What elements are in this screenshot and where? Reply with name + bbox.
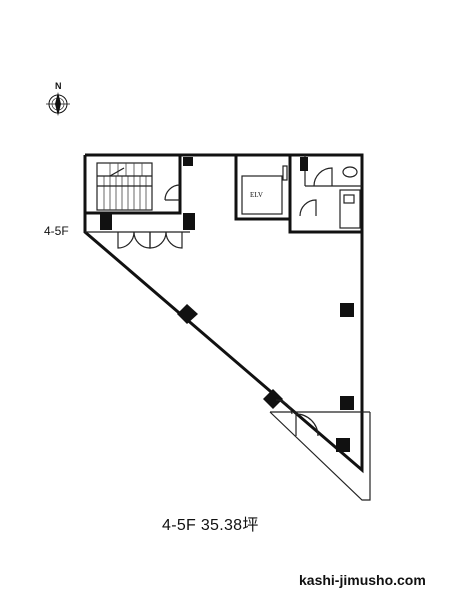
- north-label: N: [55, 81, 62, 91]
- stair-core: [85, 155, 182, 215]
- floor-side-label: 4-5F: [44, 224, 69, 238]
- site-credit: kashi-jimusho.com: [299, 572, 426, 588]
- area-caption: 4-5F 35.38坪: [162, 517, 259, 534]
- elevator-label: ELV: [250, 191, 263, 199]
- elevator: ELV: [234, 153, 292, 221]
- corner-door: [275, 399, 319, 437]
- compass-icon: N: [46, 81, 70, 116]
- landing-doors: [85, 231, 190, 249]
- structural-columns: [100, 157, 354, 452]
